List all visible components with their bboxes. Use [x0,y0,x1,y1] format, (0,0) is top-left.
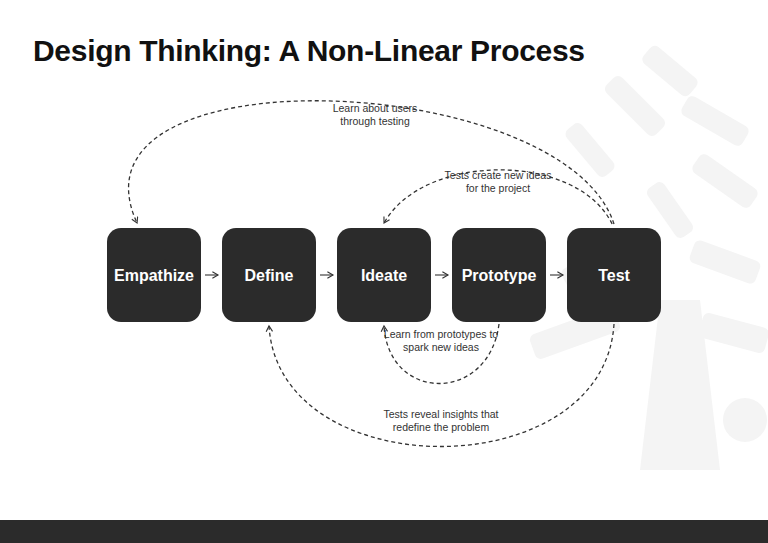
tree-branch [688,239,762,285]
edge-label: Tests reveal insights that redefine the … [374,408,509,434]
edge-label: Learn about users through testing [325,102,425,128]
flow-arrow [550,274,563,275]
tree-branch [602,73,667,138]
flow-arrow [435,274,448,275]
flow-arrow [320,274,333,275]
box-label: Define [245,266,294,285]
flow-arrow [205,274,218,275]
box-label: Test [598,266,630,285]
process-box: Empathize [107,228,201,322]
footer-bar [0,520,768,543]
box-label: Empathize [114,266,194,285]
process-box: Define [222,228,316,322]
process-box: Test [567,228,661,322]
tree-shapes [528,43,768,470]
feedback-loop [129,101,614,224]
feedback-loop [269,324,614,447]
box-label: Ideate [361,266,407,285]
feedback-loop [384,170,612,224]
tree-trunk [640,300,720,470]
tree-branch [679,94,751,148]
edge-label: Learn from prototypes to spark new ideas [384,328,499,354]
tree-knot [723,398,767,442]
tree-branch [563,121,617,180]
edge-label: Tests create new ideas for the project [438,169,558,195]
box-label: Prototype [462,266,537,285]
tree-branch [690,152,760,210]
process-box: Ideate [337,228,431,322]
process-box: Prototype [452,228,546,322]
tree-branch [640,43,700,98]
feedback-loop [384,324,499,384]
tree-branch [698,312,768,355]
diagram-title: Design Thinking: A Non-Linear Process [33,34,585,68]
